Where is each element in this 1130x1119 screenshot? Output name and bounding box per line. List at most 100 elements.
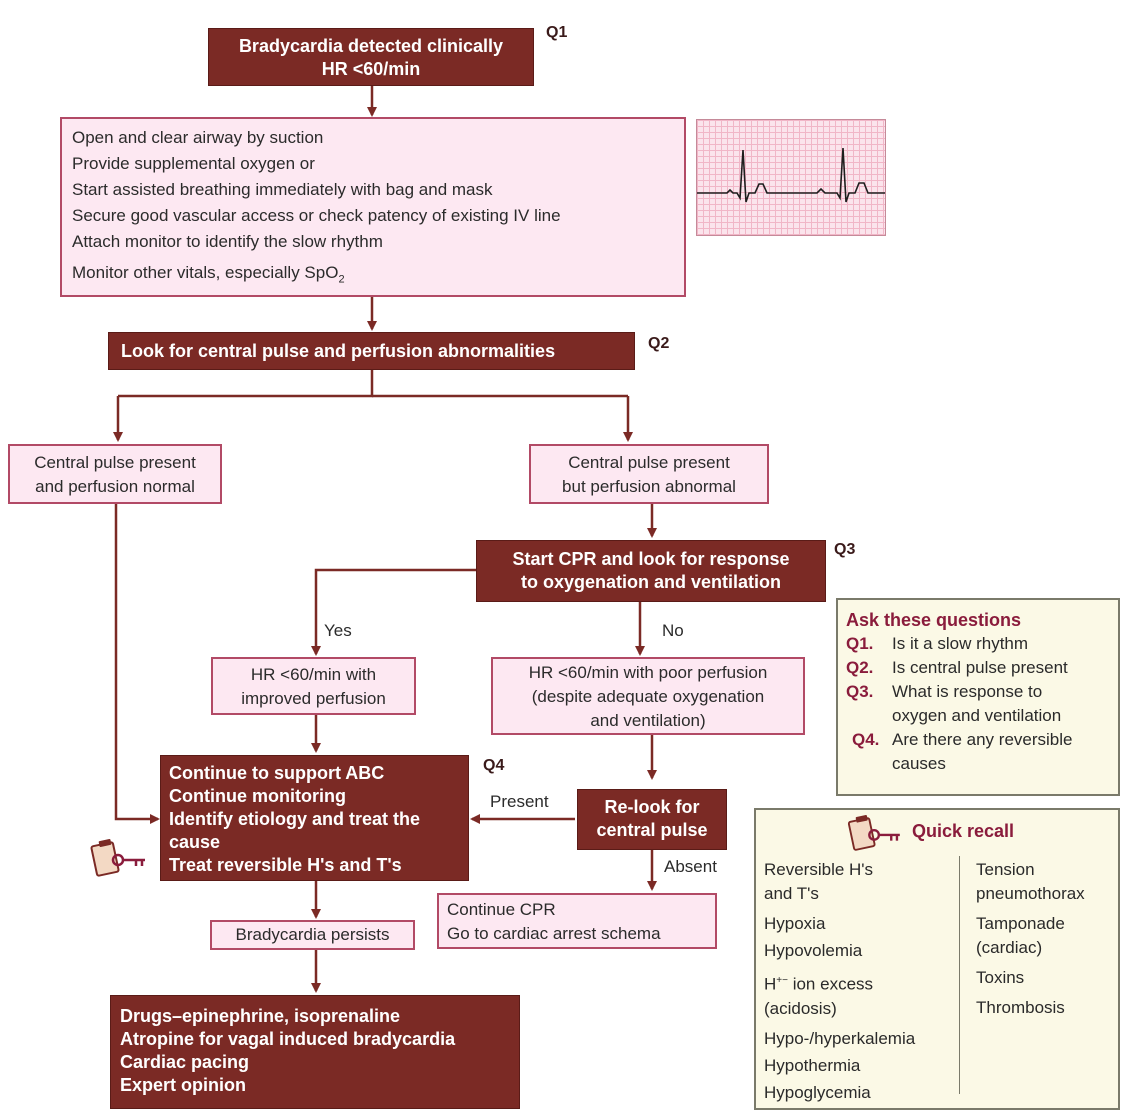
quick-recall-panel: Quick recall Reversible H's and T's Hypo… bbox=[754, 808, 1120, 1110]
node-text: Central pulse present bbox=[34, 453, 196, 472]
node-text: HR <60/min bbox=[321, 59, 421, 79]
node-look-pulse: Look for central pulse and perfusion abn… bbox=[108, 332, 635, 370]
quick-recall-title: Quick recall bbox=[912, 821, 1015, 841]
recall-item: (cardiac) bbox=[976, 938, 1043, 957]
question-text-line: What is response to bbox=[892, 682, 1043, 701]
node-continue-cpr: Continue CPR Go to cardiac arrest schema bbox=[437, 893, 717, 949]
question-text-line: Are there any reversible bbox=[892, 730, 1073, 749]
node-text: Atropine for vagal induced bradycardia bbox=[120, 1029, 456, 1049]
recall-item: pneumothorax bbox=[976, 884, 1085, 903]
recall-item: (acidosis) bbox=[764, 998, 837, 1018]
care-step: Start assisted breathing immediately wit… bbox=[72, 180, 493, 199]
questions-panel: Ask these questions Q1. Is it a slow rhy… bbox=[836, 598, 1120, 796]
branch-look-split bbox=[118, 370, 374, 398]
arrow-normal-to-continue bbox=[114, 504, 160, 824]
recall-item-h-ion: H+− ion excess bbox=[764, 969, 915, 997]
clipboard-key-icon bbox=[847, 814, 900, 851]
edge-label-no: No bbox=[662, 621, 684, 640]
recall-item: Tension bbox=[976, 860, 1035, 879]
recall-item: Hypoglycemia bbox=[764, 1082, 871, 1102]
node-poor-perfusion: HR <60/min with poor perfusion (despite … bbox=[491, 657, 805, 735]
question-number: Q3. bbox=[846, 682, 874, 701]
q2-label: Q2 bbox=[648, 335, 670, 352]
question-text: Is central pulse present bbox=[892, 658, 1068, 677]
node-start-cpr: Start CPR and look for response to oxyge… bbox=[476, 540, 826, 602]
recall-item: Hypo-/hyperkalemia bbox=[764, 1028, 916, 1048]
node-text: and perfusion normal bbox=[35, 477, 195, 496]
column-divider bbox=[959, 856, 960, 1094]
h-superscript: +− bbox=[776, 975, 788, 986]
node-text: but perfusion abnormal bbox=[562, 477, 736, 496]
q1-label: Q1 bbox=[546, 24, 568, 41]
node-drugs: Drugs–epinephrine, isoprenaline Atropine… bbox=[110, 995, 520, 1109]
edge-label-absent: Absent bbox=[664, 857, 717, 876]
h-letter: H bbox=[764, 974, 777, 994]
node-relook-pulse: Re-look for central pulse bbox=[577, 789, 727, 850]
node-pulse-abnormal: Central pulse present but perfusion abno… bbox=[529, 444, 769, 504]
node-text: Bradycardia persists bbox=[235, 925, 390, 944]
question-item: Q2. Is central pulse present bbox=[846, 656, 1118, 680]
recall-left-column: Reversible H's and T's Hypoxia Hypovolem… bbox=[764, 858, 915, 1105]
node-text: Continue to support ABC bbox=[169, 763, 385, 783]
recall-item: and T's bbox=[764, 884, 819, 903]
ecg-trace bbox=[697, 147, 885, 203]
question-number: Q2. bbox=[846, 658, 874, 677]
care-step: Attach monitor to identify the slow rhyt… bbox=[72, 232, 383, 251]
node-text: Continue CPR bbox=[447, 900, 556, 919]
recall-item: Thrombosis bbox=[976, 998, 1065, 1017]
question-text-line: causes bbox=[892, 754, 946, 773]
question-text: What is response to oxygen and ventilati… bbox=[892, 680, 1061, 728]
node-text: HR <60/min with poor perfusion bbox=[528, 663, 768, 682]
question-item: Q3. What is response to oxygen and venti… bbox=[846, 680, 1118, 728]
q3-label: Q3 bbox=[834, 541, 856, 558]
recall-item: Hypoxia bbox=[764, 914, 826, 933]
recall-item: Reversible H's bbox=[764, 860, 874, 879]
node-text: Re-look for bbox=[604, 797, 700, 817]
question-text: Are there any reversible causes bbox=[892, 728, 1072, 776]
node-text: Drugs–epinephrine, isoprenaline bbox=[120, 1006, 401, 1026]
node-initial-care: Open and clear airway by suction Provide… bbox=[60, 117, 686, 297]
node-text: Continue monitoring bbox=[169, 786, 346, 806]
node-continue-support: Continue to support ABC Continue monitor… bbox=[160, 755, 469, 881]
node-text: Bradycardia detected clinically bbox=[238, 36, 504, 56]
node-text: to oxygenation and ventilation bbox=[520, 572, 781, 592]
recall-item: Hypothermia bbox=[764, 1055, 861, 1075]
arrow-cpr-yes bbox=[311, 568, 476, 656]
recall-right-column: Tension pneumothorax Tamponade (cardiac)… bbox=[976, 858, 1085, 1020]
question-text: Is it a slow rhythm bbox=[892, 634, 1029, 653]
question-item: Q4. Are there any reversible causes bbox=[846, 728, 1118, 776]
node-text: central pulse bbox=[596, 820, 708, 840]
node-text: (despite adequate oxygenation bbox=[531, 687, 765, 706]
edge-label-yes: Yes bbox=[324, 621, 352, 640]
recall-item: Tamponade bbox=[976, 914, 1065, 933]
question-number: Q1. bbox=[846, 634, 874, 653]
care-step-spo2: Monitor other vitals, especially SpO2 bbox=[72, 260, 674, 292]
question-text-line: oxygen and ventilation bbox=[892, 706, 1062, 725]
recall-item: Toxins bbox=[976, 968, 1025, 987]
clipboard-key-icon bbox=[90, 839, 145, 877]
node-improved-perfusion: HR <60/min with improved perfusion bbox=[211, 657, 416, 715]
node-text: Cardiac pacing bbox=[120, 1052, 250, 1072]
node-text: improved perfusion bbox=[241, 689, 386, 708]
h-ion-text: ion excess bbox=[792, 974, 874, 994]
node-text: cause bbox=[169, 832, 221, 852]
question-item: Q1. Is it a slow rhythm bbox=[846, 632, 1118, 656]
edge-label-present: Present bbox=[490, 792, 549, 811]
node-text: Identify etiology and treat the bbox=[169, 809, 421, 829]
care-step: Secure good vascular access or check pat… bbox=[72, 206, 561, 225]
node-text: Central pulse present bbox=[568, 453, 730, 472]
node-text: Go to cardiac arrest schema bbox=[447, 924, 661, 943]
question-number: Q4. bbox=[852, 730, 880, 749]
node-text: and ventilation) bbox=[590, 711, 706, 730]
care-step: Provide supplemental oxygen or bbox=[72, 154, 315, 173]
node-text: Start CPR and look for response bbox=[512, 549, 790, 569]
node-bradycardia-detected: Bradycardia detected clinically HR <60/m… bbox=[208, 28, 534, 86]
node-pulse-normal: Central pulse present and perfusion norm… bbox=[8, 444, 222, 504]
questions-title: Ask these questions bbox=[846, 610, 1022, 630]
q4-label: Q4 bbox=[483, 757, 505, 774]
ecg-strip bbox=[696, 119, 886, 236]
node-text: HR <60/min with bbox=[250, 665, 377, 684]
recall-item: Hypovolemia bbox=[764, 941, 863, 960]
node-text: Look for central pulse and perfusion abn… bbox=[121, 341, 556, 361]
